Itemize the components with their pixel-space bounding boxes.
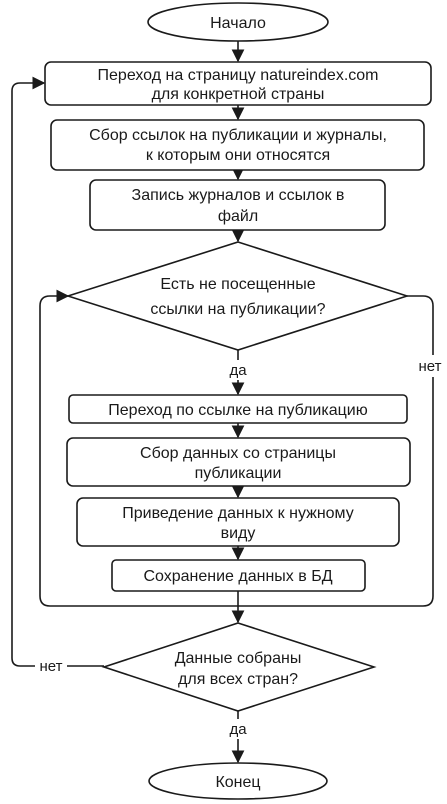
save-db-box: Сохранение данных в БД xyxy=(111,559,366,592)
unvisited-links-line2: ссылки на публикации? xyxy=(150,301,325,318)
collect-data-line1: Сбор данных со страницы xyxy=(140,445,336,462)
label-countries-yes: да xyxy=(229,721,247,738)
goto-country-page-box: Переход на страницу natureindex.com для … xyxy=(44,61,432,106)
label-countries-no: нет xyxy=(40,658,63,675)
all-countries-line1: Данные собраны xyxy=(175,650,302,667)
end-label: Конец xyxy=(215,774,260,791)
unvisited-links-decision: Есть не посещенные ссылки на публикации? xyxy=(65,241,410,351)
label-unvisited-no: нет xyxy=(419,358,442,375)
write-file-line2: файл xyxy=(218,208,258,225)
end-terminal: Конец xyxy=(148,762,328,800)
label-unvisited-yes: да xyxy=(229,362,247,379)
all-countries-decision: Данные собраны для всех стран? xyxy=(101,622,377,712)
transform-data-line2: виду xyxy=(221,525,256,542)
edge-decision-no xyxy=(238,295,434,607)
goto-publication-label: Переход по ссылке на публикацию xyxy=(108,402,367,419)
goto-country-page-line2: для конкретной страны xyxy=(152,86,325,103)
goto-country-page-line1: Переход на страницу natureindex.com xyxy=(98,67,379,84)
save-db-label: Сохранение данных в БД xyxy=(143,568,332,585)
label-bg-countries-no xyxy=(35,656,67,676)
label-bg-unvisited-no xyxy=(410,355,447,377)
write-file-box: Запись журналов и ссылок в файл xyxy=(89,179,386,231)
collect-data-line2: публикации xyxy=(195,465,282,482)
edge-inner-loop-back xyxy=(39,289,238,607)
collect-links-line1: Сбор ссылок на публикации и журналы, xyxy=(89,127,387,144)
label-bg-countries-yes xyxy=(224,719,252,739)
edge-outer-loop-back xyxy=(11,76,104,667)
collect-links-line2: к которым они относятся xyxy=(146,147,330,164)
write-file-line1: Запись журналов и ссылок в xyxy=(132,187,345,204)
collect-data-box: Сбор данных со страницы публикации xyxy=(66,437,411,487)
collect-links-box: Сбор ссылок на публикации и журналы, к к… xyxy=(50,119,425,171)
goto-publication-box: Переход по ссылке на публикацию xyxy=(68,394,408,424)
start-terminal: Начало xyxy=(147,2,329,42)
label-bg-unvisited-yes xyxy=(224,360,252,380)
transform-data-line1: Приведение данных к нужному xyxy=(122,505,353,522)
start-label: Начало xyxy=(210,15,266,32)
transform-data-box: Приведение данных к нужному виду xyxy=(76,497,400,547)
unvisited-links-line1: Есть не посещенные xyxy=(160,276,315,293)
all-countries-line2: для всех стран? xyxy=(178,671,298,688)
